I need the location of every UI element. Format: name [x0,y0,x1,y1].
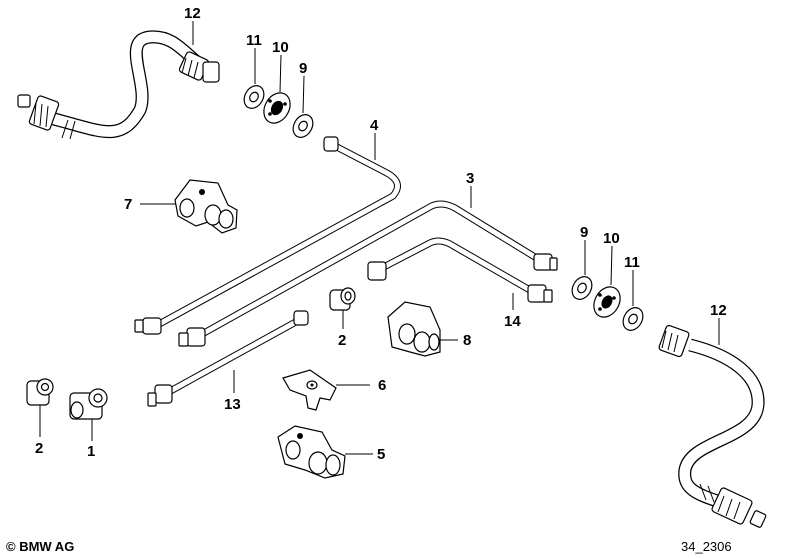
nut-2-bottom [26,378,54,406]
grommet-10-top [263,92,291,124]
callout-7: 7 [124,196,132,213]
washer-11-top [243,85,265,109]
callout-13: 13 [224,396,241,413]
washer-11-right [622,307,644,331]
washer-9-right [571,276,593,300]
callout-6: 6 [378,377,386,394]
callout-5: 5 [377,446,385,463]
copyright-text: © BMW AG [6,539,75,554]
grommet-10-right [593,286,621,318]
callout-10-right: 10 [603,230,620,247]
clip-5 [277,425,346,479]
brake-line-3 [178,200,558,347]
callout-3: 3 [466,170,474,187]
brake-hose-bottom-right [658,324,767,528]
brake-hose-top-left [17,30,220,140]
callout-11-top: 11 [246,32,262,49]
leader-lines [39,21,720,455]
callout-2-bottom: 2 [35,440,43,457]
drawing-number: 34_2306 [681,539,732,554]
nut-2-middle [329,287,356,311]
callout-11-right: 11 [624,254,640,271]
callout-9-right: 9 [580,224,588,241]
clip-7 [174,179,238,234]
callout-12-right: 12 [710,302,727,319]
callout-9-top: 9 [299,60,307,77]
callout-2-middle: 2 [338,332,346,349]
brake-line-4 [134,136,401,335]
bracket-6 [282,369,337,411]
callout-12-top: 12 [184,5,201,22]
callout-10-top: 10 [272,39,289,56]
callout-14: 14 [504,313,521,330]
callout-4: 4 [370,117,379,134]
brake-line-14 [367,237,553,303]
clip-8 [387,301,441,357]
callout-labels: 12 11 10 9 4 7 3 9 10 11 12 14 8 2 6 13 … [35,5,727,463]
callout-8: 8 [463,332,471,349]
nut-1 [69,388,108,420]
callout-1: 1 [87,443,95,460]
washer-9-top [292,114,314,138]
brake-line-13 [147,310,309,407]
